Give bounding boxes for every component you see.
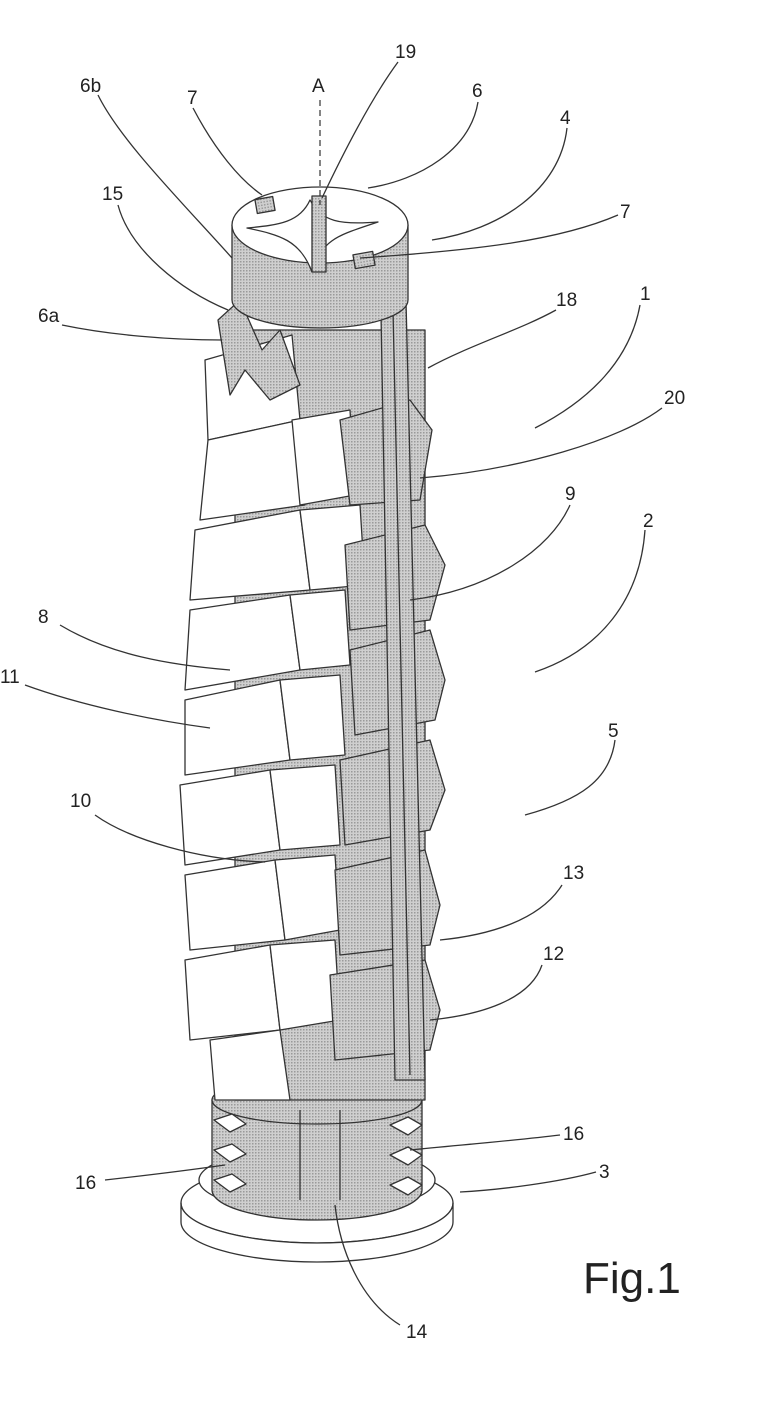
label-1: 1 bbox=[640, 284, 651, 305]
label-11: 11 bbox=[0, 667, 20, 688]
label-12: 12 bbox=[543, 944, 564, 965]
label-3: 3 bbox=[599, 1162, 610, 1183]
label-7-top: 7 bbox=[187, 88, 198, 109]
label-6: 6 bbox=[472, 81, 483, 102]
dowel-body bbox=[179, 259, 446, 1101]
reference-labels: 19 6b 7 A 6 4 15 7 6a 18 1 20 9 2 8 11 5… bbox=[0, 42, 685, 1343]
label-6b: 6b bbox=[80, 76, 101, 97]
label-2: 2 bbox=[643, 511, 654, 532]
head bbox=[231, 186, 409, 329]
label-10: 10 bbox=[70, 791, 91, 812]
label-9: 9 bbox=[565, 484, 576, 505]
label-20: 20 bbox=[664, 388, 685, 409]
label-19: 19 bbox=[395, 42, 416, 63]
leader-lines bbox=[24, 61, 663, 1326]
figure-label: Fig.1 bbox=[583, 1254, 681, 1303]
label-7-right: 7 bbox=[620, 202, 631, 223]
label-6a: 6a bbox=[38, 306, 60, 327]
label-18: 18 bbox=[556, 290, 577, 311]
label-8: 8 bbox=[38, 607, 49, 628]
label-16-left: 16 bbox=[75, 1173, 96, 1194]
label-13: 13 bbox=[563, 863, 584, 884]
label-14: 14 bbox=[406, 1322, 428, 1343]
label-16-right: 16 bbox=[563, 1124, 584, 1145]
label-4: 4 bbox=[560, 108, 571, 129]
label-axis-a: A bbox=[312, 76, 325, 97]
label-15: 15 bbox=[102, 184, 123, 205]
label-5: 5 bbox=[608, 721, 619, 742]
